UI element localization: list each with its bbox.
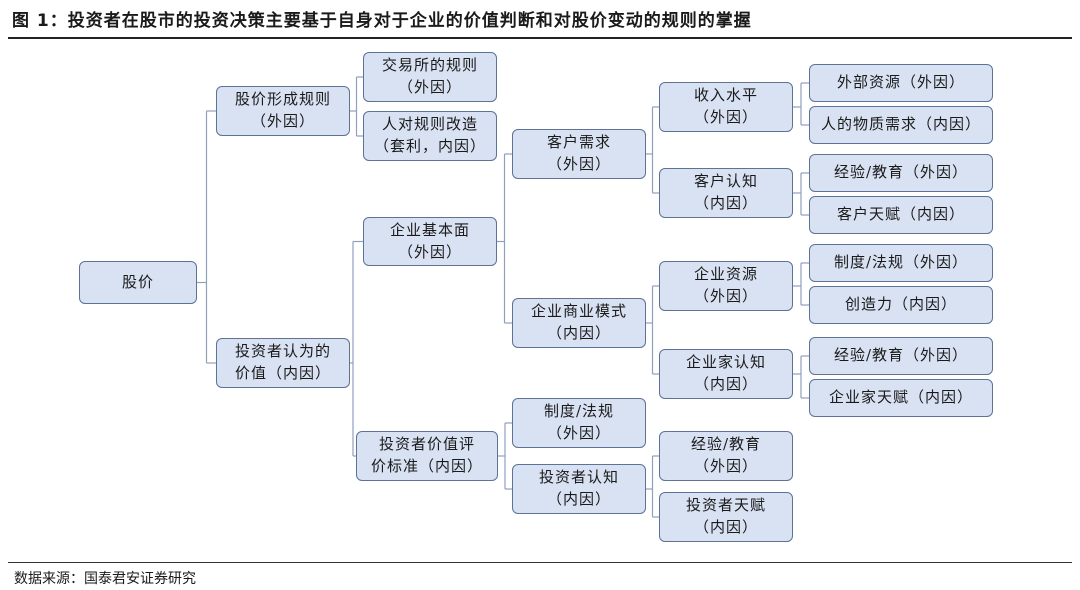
node-customer-cognition: 客户认知 （内因）: [659, 168, 793, 218]
node-external-resources: 外部资源（外因）: [809, 64, 993, 102]
source-divider: [8, 562, 1072, 563]
node-exchange-rules: 交易所的规则 （外因）: [363, 52, 497, 102]
title-divider: [8, 37, 1072, 39]
node-stock-price: 股价: [79, 261, 197, 304]
node-customer-demand: 客户需求 （外因）: [512, 129, 646, 179]
node-investor-talent: 投资者天赋 （内因）: [659, 492, 793, 542]
node-experience-education-3: 经验/教育 （外因）: [659, 431, 793, 481]
node-material-needs: 人的物质需求（内因）: [809, 106, 993, 144]
node-customer-talent: 客户天赋（内因）: [809, 196, 993, 234]
node-entrepreneur-talent: 企业家天赋（内因）: [809, 379, 993, 417]
node-experience-education-1: 经验/教育（外因）: [809, 154, 993, 192]
node-entrepreneur-cognition: 企业家认知 （内因）: [659, 349, 793, 399]
node-institutions-regulations-1: 制度/法规（外因）: [809, 244, 993, 282]
node-creativity: 创造力（内因）: [809, 286, 993, 324]
node-institutions-regulations-2: 制度/法规 （外因）: [512, 398, 646, 448]
node-investor-cognition: 投资者认知 （内因）: [512, 464, 646, 514]
node-investor-perceived-value: 投资者认为的 价值（内因）: [216, 338, 350, 388]
node-business-model: 企业商业模式 （内因）: [512, 298, 646, 348]
figure-title: 图 1：投资者在股市的投资决策主要基于自身对于企业的价值判断和对股价变动的规则的…: [12, 11, 752, 31]
node-company-resources: 企业资源 （外因）: [659, 261, 793, 311]
node-income-level: 收入水平 （外因）: [659, 82, 793, 132]
node-investor-valuation-criteria: 投资者价值评 价标准（内因）: [356, 431, 498, 481]
node-company-fundamentals: 企业基本面 （外因）: [363, 217, 497, 266]
node-experience-education-2: 经验/教育（外因）: [809, 337, 993, 375]
node-price-formation-rules: 股价形成规则 （外因）: [216, 86, 350, 136]
node-rule-modification: 人对规则改造 （套利，内因）: [363, 111, 497, 161]
source-note: 数据来源：国泰君安证券研究: [14, 571, 196, 587]
